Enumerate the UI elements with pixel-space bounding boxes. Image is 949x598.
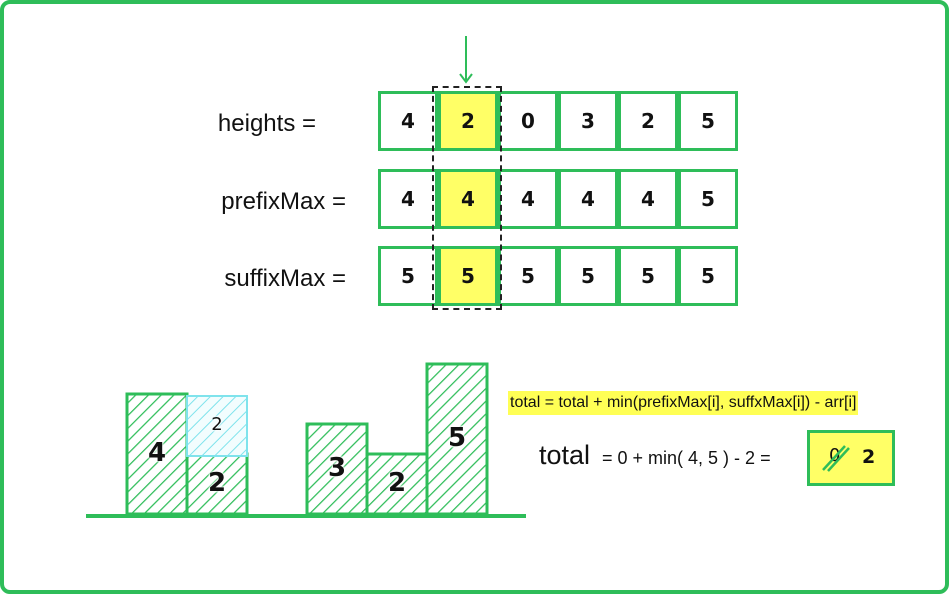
array-cell: 2: [438, 91, 498, 151]
bar-value-label: 2: [207, 468, 227, 498]
array-cell: 4: [498, 169, 558, 229]
array-cell: 4: [378, 169, 438, 229]
bar-value-label: 4: [147, 438, 167, 468]
array-cell: 5: [438, 246, 498, 306]
array-cell: 5: [618, 246, 678, 306]
array-cell: 3: [558, 91, 618, 151]
strikethrough-icon: [822, 445, 850, 472]
array-cell: 4: [618, 169, 678, 229]
total-expression: = 0 + min( 4, 5 ) - 2 =: [602, 448, 771, 468]
array-cell: 5: [498, 246, 558, 306]
current-index-outline: [432, 86, 502, 310]
array-cell: 0: [498, 91, 558, 151]
array-cell: 5: [378, 246, 438, 306]
array-cell: 5: [678, 169, 738, 229]
bar-value-label: 5: [447, 423, 467, 453]
array-cell: 2: [618, 91, 678, 151]
elevation-bar: [125, 392, 189, 516]
current-index-arrow-icon: [459, 36, 473, 84]
result-box: 0 2: [807, 430, 895, 486]
array-cell: 5: [678, 91, 738, 151]
new-total-value: 2: [862, 446, 876, 468]
bar-value-label: 2: [387, 468, 407, 498]
bar-value-label: 3: [327, 453, 347, 483]
array-cell: 4: [378, 91, 438, 151]
elevation-bars: [86, 362, 526, 518]
prefixmax-label: prefixMax =: [221, 188, 346, 215]
total-label: total: [539, 440, 591, 470]
water-block: [186, 395, 248, 457]
heights-label: heights =: [217, 110, 316, 137]
formula-text: total = total + min(prefixMax[i], suffxM…: [508, 391, 859, 415]
array-cell: 4: [438, 169, 498, 229]
array-cell: 5: [558, 246, 618, 306]
suffixmax-label: suffixMax =: [224, 265, 346, 292]
water-label: 2: [211, 414, 223, 435]
array-cell: 5: [678, 246, 738, 306]
array-cell: 4: [558, 169, 618, 229]
